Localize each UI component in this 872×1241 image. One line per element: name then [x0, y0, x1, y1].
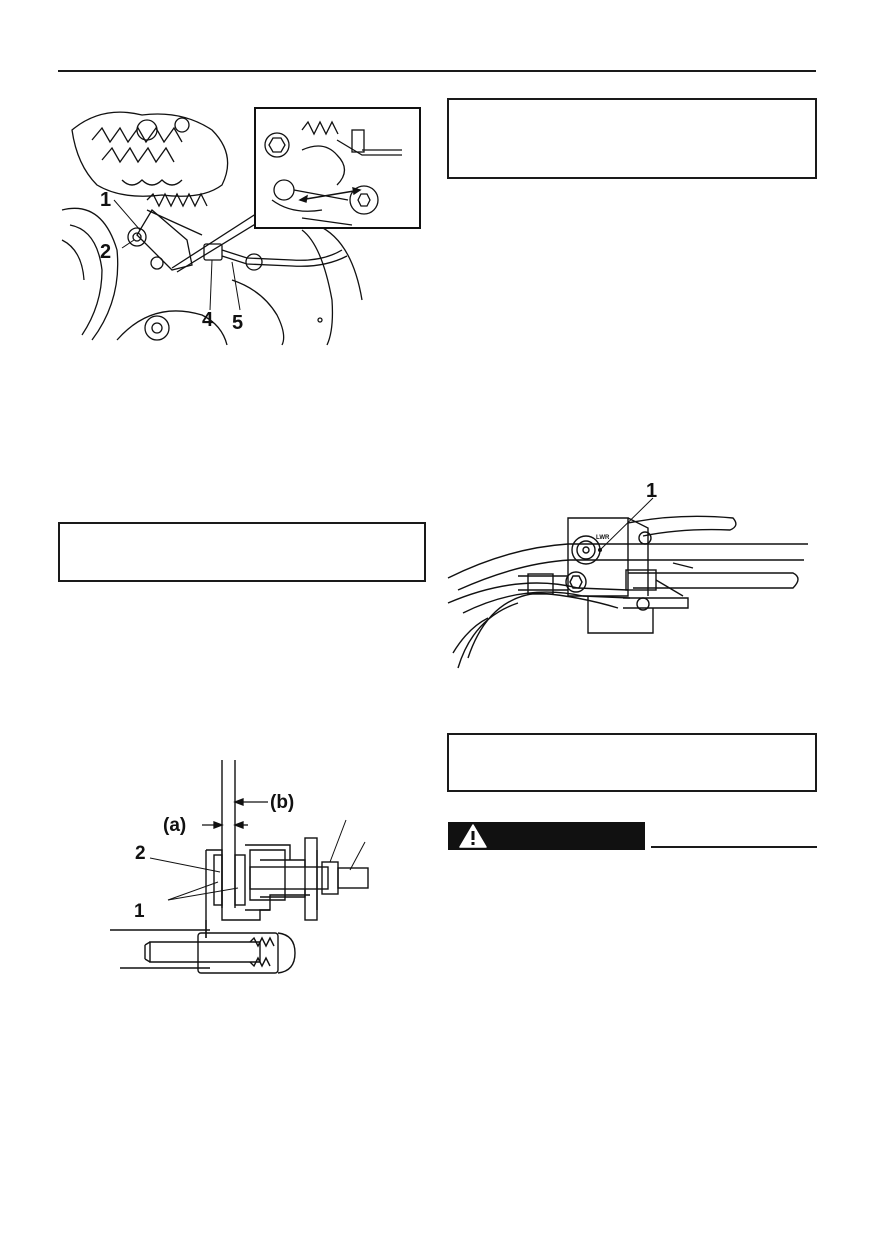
callout-2: 2 [100, 241, 112, 263]
master-cylinder-illustration [447, 497, 808, 669]
figure-brake-master-cylinder: LWR 1 [447, 478, 820, 678]
engine-illustration [61, 107, 421, 346]
callout-1: 1 [646, 480, 658, 502]
reservoir-label: LWR [596, 535, 610, 541]
note-box-top-right [447, 98, 817, 179]
warning-triangle-icon [459, 824, 487, 848]
clearance-diagram [110, 760, 369, 974]
callout-5: 5 [232, 312, 244, 334]
callout-1: 1 [100, 189, 112, 211]
dimension-a-label: (a) [163, 815, 187, 836]
callout-2: 2 [135, 843, 146, 864]
dimension-b-label: (b) [270, 792, 295, 813]
figure-engine-brake-cable: 1 2 4 5 [61, 100, 422, 346]
note-box-left [58, 522, 426, 582]
callout-1: 1 [134, 901, 145, 922]
note-box-right [447, 733, 817, 792]
header-rule [58, 70, 816, 72]
warning-header [448, 822, 645, 850]
callout-4: 4 [202, 309, 214, 331]
figure-clearance-diagram: (b) (a) 2 1 [110, 760, 390, 980]
warning-underline [651, 846, 817, 848]
